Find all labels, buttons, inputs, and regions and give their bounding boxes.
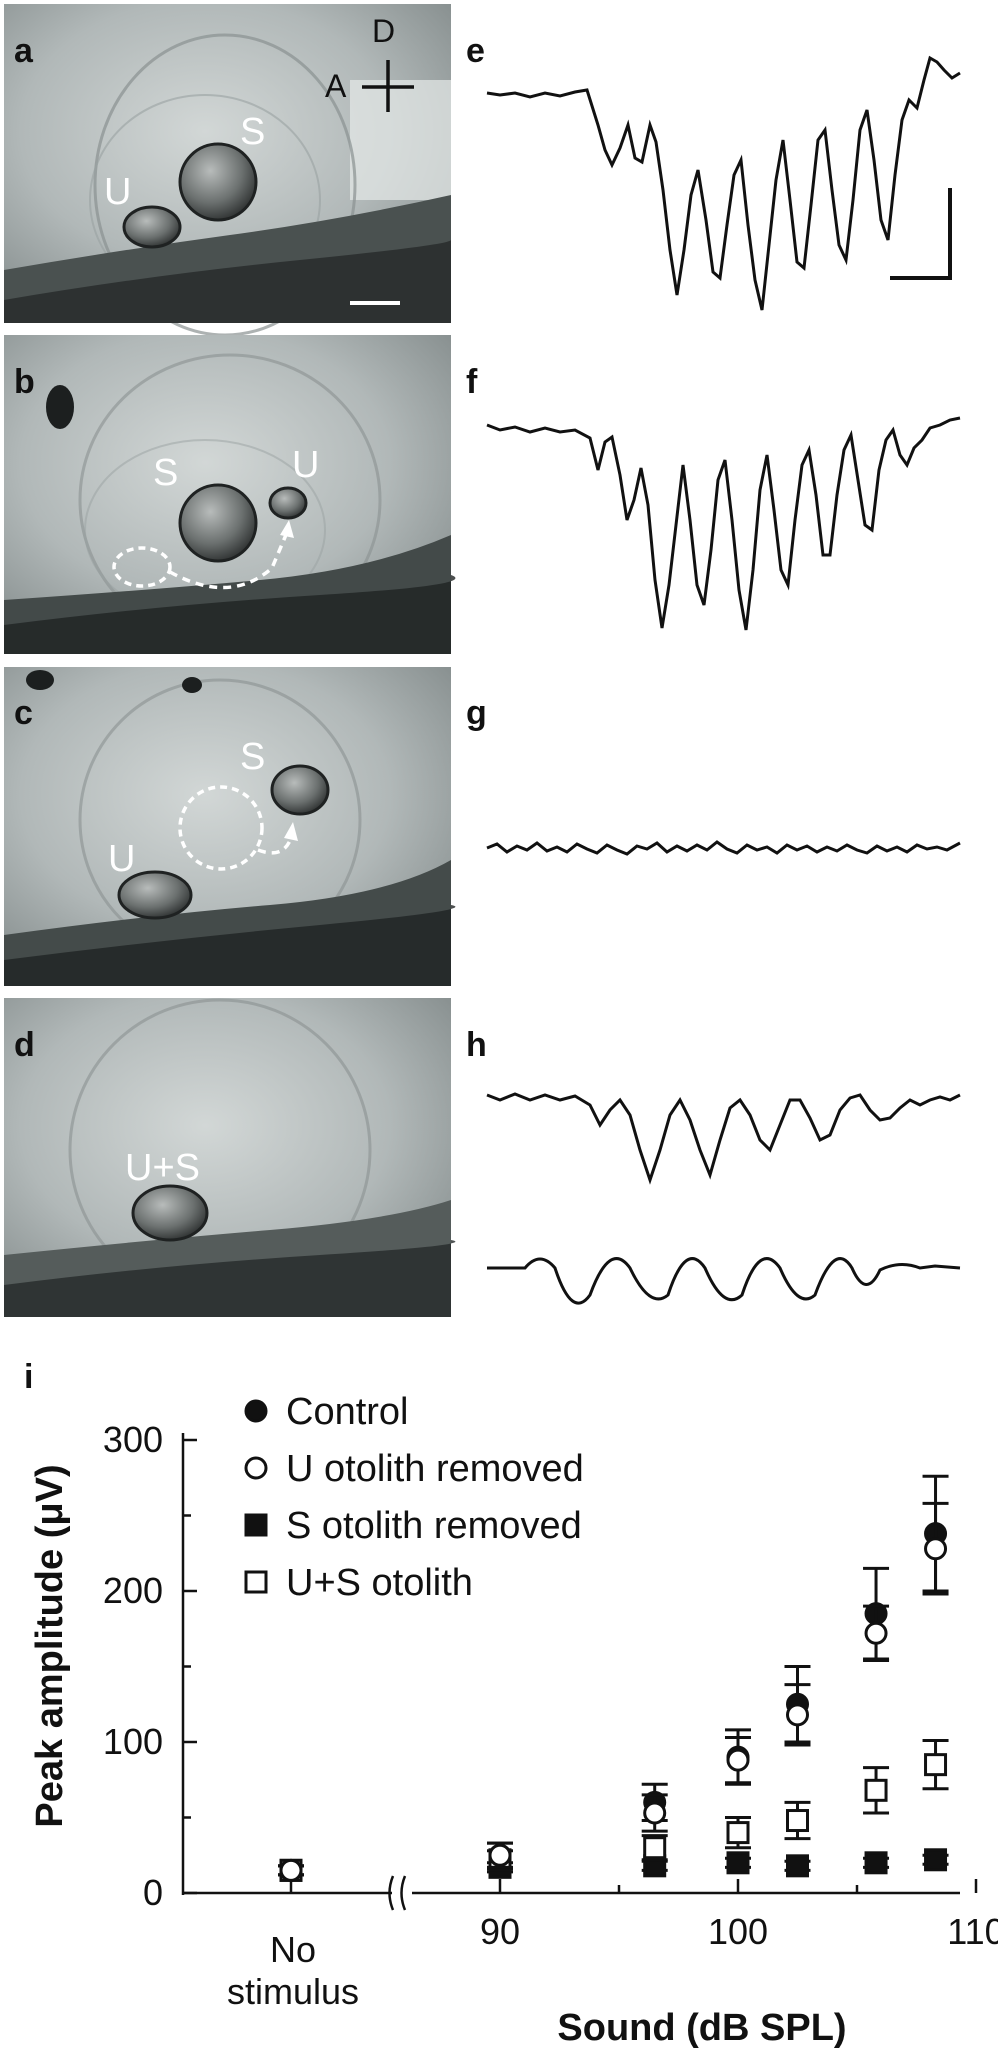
baseline-label-line2: stimulus [227,1971,359,2012]
data-point [786,1809,809,1833]
compass-dorsal: D [372,13,395,49]
data-point [643,1836,667,1860]
chart-panel-letter: i [24,1358,33,1396]
trace-scale-bar [890,188,952,280]
data-point [279,1858,303,1882]
x-tick-label: 110 [947,1911,998,1952]
data-point [924,1537,948,1561]
label-saccule-c: S [240,736,265,778]
legend-marker [244,1513,268,1537]
photo-panel-b: b S U [4,335,456,654]
photo-panel-d: d U+S [4,998,456,1317]
label-saccule-b: S [153,452,178,494]
series-open-square [278,1738,949,1882]
x-ticks: 90 100 110 [289,1879,998,1952]
legend-marker [244,1570,268,1594]
legend-label: U+S otolith [286,1562,473,1604]
panel-letter-b: b [14,363,35,401]
baseline-category-label: No stimulus [227,1929,359,2012]
trace-g [486,840,961,856]
stimulus-waveform [487,1257,961,1305]
label-utricle-saccule-d: U+S [125,1147,200,1189]
y-tick-label: 300 [103,1419,163,1460]
data-point [726,1748,750,1772]
trace-h [486,1092,961,1185]
legend: Control U otolith removed S otolith remove… [244,1391,584,1604]
panel-letter-a: a [14,32,34,70]
y-tick-label: 100 [103,1721,163,1762]
photo-panel-c: c S U [4,667,456,986]
x-axis-label: Sound (dB SPL) [557,2007,846,2049]
label-utricle-c: U [108,838,135,880]
legend-label: Control [286,1391,409,1433]
data-point [643,1801,667,1825]
series-open-circle [278,1501,949,1882]
data-point [924,1753,948,1777]
data-point [864,1621,888,1645]
axis-break-mark [388,1875,407,1911]
data-point [726,1821,750,1845]
photo-panel-a: a U S D A [4,4,451,337]
data-point [488,1843,512,1867]
label-utricle-a: U [104,171,131,213]
data-point [786,1854,809,1878]
trace-letter-e: e [466,32,485,70]
chart-i: i Peak amplitude (μV) Sound (dB SPL) 0 10… [24,1358,998,2049]
baseline-label-line1: No [270,1929,316,1970]
legend-label: S otolith removed [286,1505,582,1547]
y-axis-label: Peak amplitude (μV) [29,1464,71,1827]
trace-letter-h: h [466,1026,487,1064]
plot-marks [278,1474,949,1882]
label-saccule-a: S [240,111,265,153]
data-point [864,1851,888,1875]
legend-marker [244,1456,268,1480]
series-filled-square [278,1848,949,1882]
orientation-compass: D A [325,13,414,112]
panel-letter-c: c [14,694,33,732]
x-tick-label: 90 [480,1911,520,1952]
legend-marker [244,1399,268,1423]
label-utricle-b: U [292,444,319,486]
data-point [864,1778,888,1802]
compass-anterior: A [325,68,347,104]
y-tick-label: 0 [143,1872,163,1913]
data-point [726,1851,750,1875]
trace-letter-g: g [466,694,487,732]
legend-label: U otolith removed [286,1448,584,1490]
panel-letter-d: d [14,1026,35,1064]
y-tick-label: 200 [103,1570,163,1611]
x-tick-label: 100 [708,1911,768,1952]
trace-letter-f: f [466,363,478,401]
data-point [924,1848,948,1872]
trace-f [486,416,961,631]
y-ticks: 0 100 200 300 [103,1419,197,1913]
trace-e [486,55,961,311]
data-point [786,1703,809,1727]
